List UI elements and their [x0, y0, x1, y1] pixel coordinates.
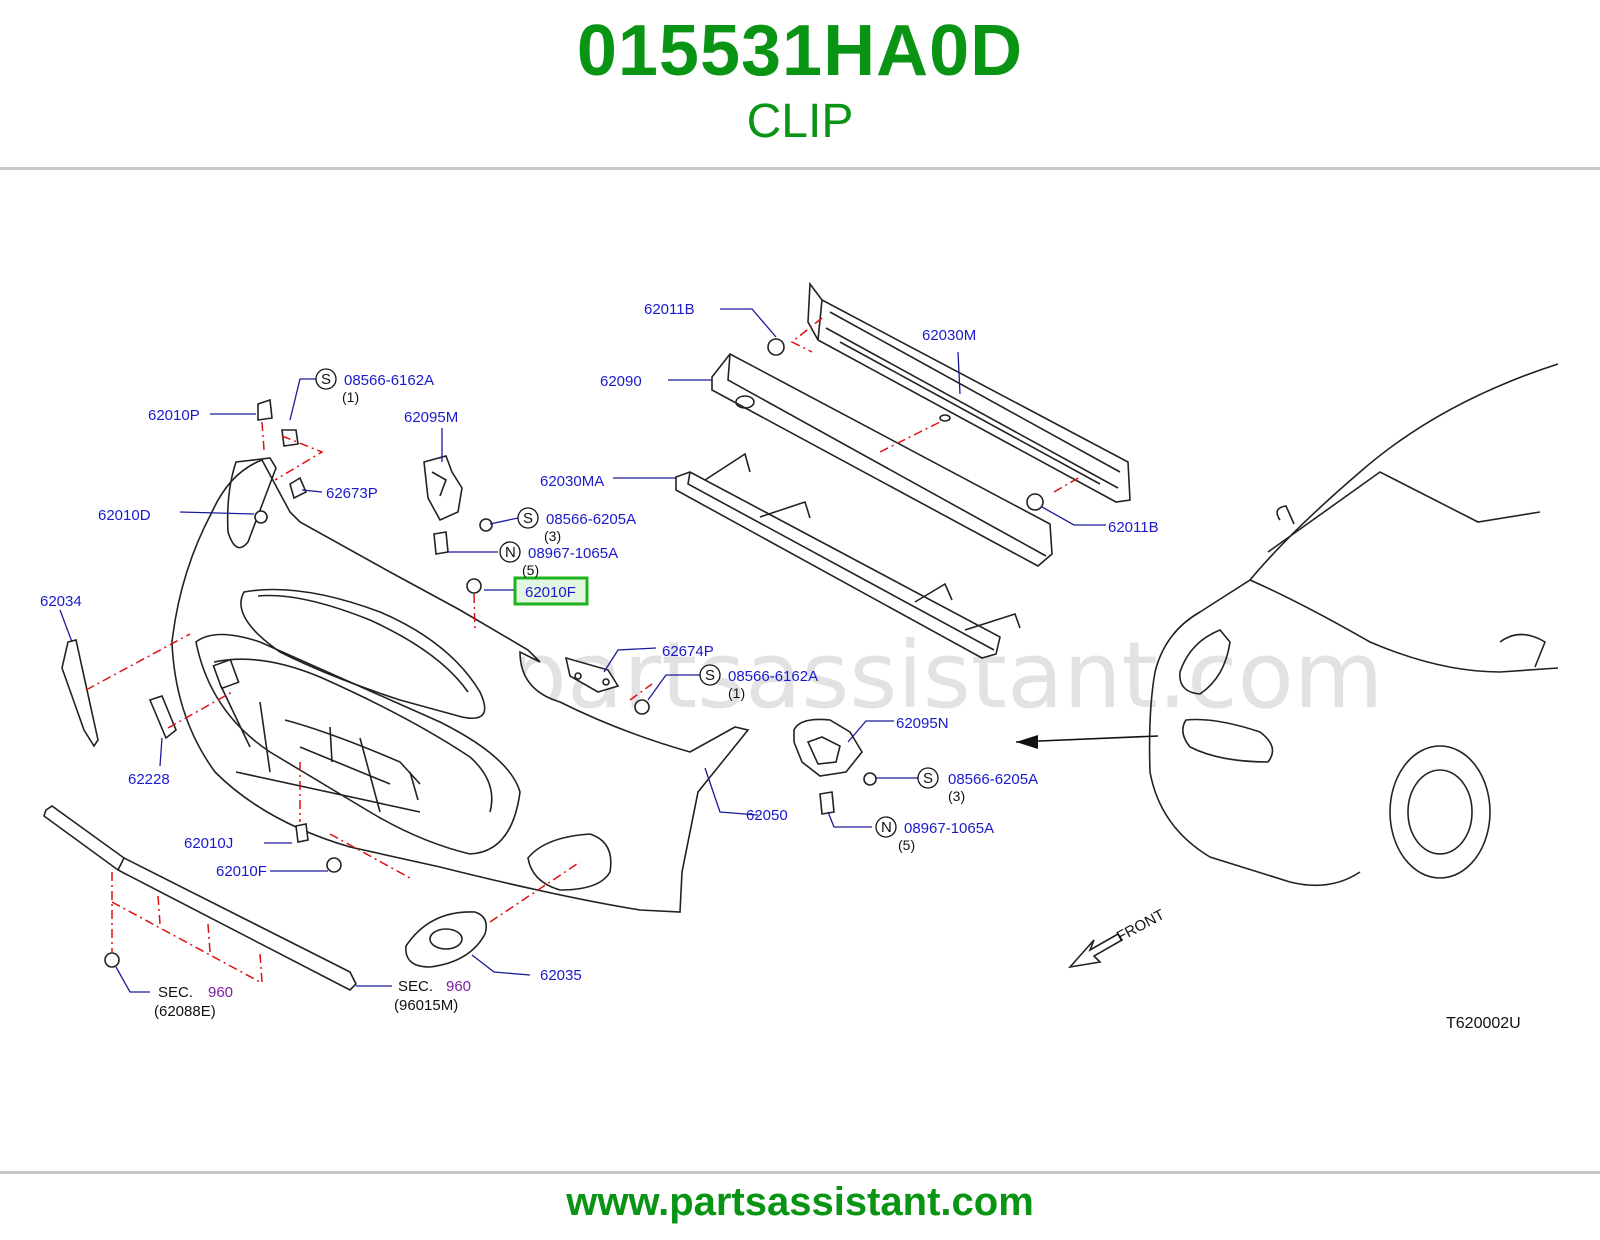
sec-number-b[interactable]: 960 [446, 978, 471, 995]
qty-08566-6205A-b: (3) [948, 788, 965, 804]
vehicle-outline [1148, 363, 1559, 887]
bracket-62674P [564, 656, 620, 693]
lower-grille [284, 719, 421, 785]
label-62228[interactable]: 62228 [128, 771, 170, 788]
label-62010D[interactable]: 62010D [98, 507, 151, 524]
badge-s-b [517, 507, 539, 529]
badge-s-c [699, 664, 721, 686]
sec-reference-b: (96015M) [394, 997, 458, 1014]
figure-code: T620002U [1446, 1015, 1521, 1032]
diagram-canvas: www.partsassistant.com [18, 260, 1583, 1058]
label-08566-6205A-b[interactable]: 08566-6205A [948, 771, 1038, 788]
label-62011B-top[interactable]: 62011B [644, 301, 695, 318]
label-08566-6205A-a[interactable]: 08566-6205A [546, 511, 636, 528]
page-header: 015531HA0D CLIP [0, 0, 1600, 170]
part-name-subtitle: CLIP [746, 95, 854, 148]
fog-lamp-bezel-62035 [405, 911, 488, 968]
side-cover-62034 [61, 639, 99, 748]
badge-n-a-letter: N [505, 544, 516, 561]
footer-website-link[interactable]: www.partsassistant.com [566, 1180, 1034, 1224]
part-number-title: 015531HA0D [576, 11, 1024, 91]
parts-diagram: www.partsassistant.com [0, 172, 1600, 1168]
qty-08967-1065A-b: (5) [898, 837, 915, 853]
reinforcement-62030M [807, 281, 1131, 503]
label-62011B-right[interactable]: 62011B [1108, 519, 1159, 536]
bottom-strip [43, 805, 357, 991]
qty-08566-6162A-a: (1) [342, 389, 359, 405]
badge-s-c-letter: S [705, 667, 715, 684]
label-08566-6162A-b[interactable]: 08566-6162A [728, 668, 818, 685]
label-08967-1065A-b[interactable]: 08967-1065A [904, 820, 994, 837]
sec-number-a[interactable]: 960 [208, 984, 233, 1001]
label-62030M[interactable]: 62030M [922, 327, 976, 344]
label-62050[interactable]: 62050 [746, 807, 788, 824]
label-62674P[interactable]: 62674P [662, 643, 714, 660]
bracket-62095N [793, 718, 863, 777]
bracket-62095M [423, 455, 463, 522]
label-62035[interactable]: 62035 [540, 967, 582, 984]
label-62030MA[interactable]: 62030MA [540, 473, 604, 490]
label-62034[interactable]: 62034 [40, 593, 82, 610]
highlight-box [513, 576, 589, 606]
badge-n-b [875, 816, 897, 838]
sec-reference-a: (62088E) [154, 1003, 216, 1020]
label-62095M[interactable]: 62095M [404, 409, 458, 426]
label-62010J[interactable]: 62010J [184, 835, 233, 852]
badge-s-d [917, 767, 939, 789]
sec-prefix-b: SEC. [398, 978, 433, 995]
label-08566-6162A-a[interactable]: 08566-6162A [344, 372, 434, 389]
header-divider [0, 167, 1600, 170]
absorber-62090 [711, 352, 1053, 567]
footer-divider [0, 1171, 1600, 1174]
qty-08967-1065A-a: (5) [522, 562, 539, 578]
view-arrow-head [1016, 735, 1038, 749]
label-62673P[interactable]: 62673P [326, 485, 378, 502]
label-62095N[interactable]: 62095N [896, 715, 949, 732]
view-arrow [1015, 735, 1159, 743]
badge-n-b-letter: N [881, 819, 892, 836]
label-62010F-lower[interactable]: 62010F [216, 863, 267, 880]
label-62090[interactable]: 62090 [600, 373, 642, 390]
label-08967-1065A-a[interactable]: 08967-1065A [528, 545, 618, 562]
sec-prefix-a: SEC. [158, 984, 193, 1001]
leader-lines [59, 308, 1106, 993]
fasteners [104, 338, 1044, 968]
label-62010F-highlighted[interactable]: 62010F [525, 584, 576, 601]
assembly-lines [85, 317, 1081, 983]
label-62010P[interactable]: 62010P [148, 407, 200, 424]
front-bumper-fascia-62050 [171, 457, 750, 913]
reinforcement-62030MA [675, 452, 1021, 659]
badge-s-d-letter: S [923, 770, 933, 787]
badge-s-a-letter: S [321, 371, 331, 388]
badge-s-a [315, 368, 337, 390]
qty-08566-6205A-a: (3) [544, 528, 561, 544]
badge-s-b-letter: S [523, 510, 533, 527]
qty-08566-6162A-b: (1) [728, 685, 745, 701]
callout-labels: 62011B 62030M 62090 S 08566-6162A (1) 62… [40, 301, 1521, 1032]
badge-n-a [499, 541, 521, 563]
